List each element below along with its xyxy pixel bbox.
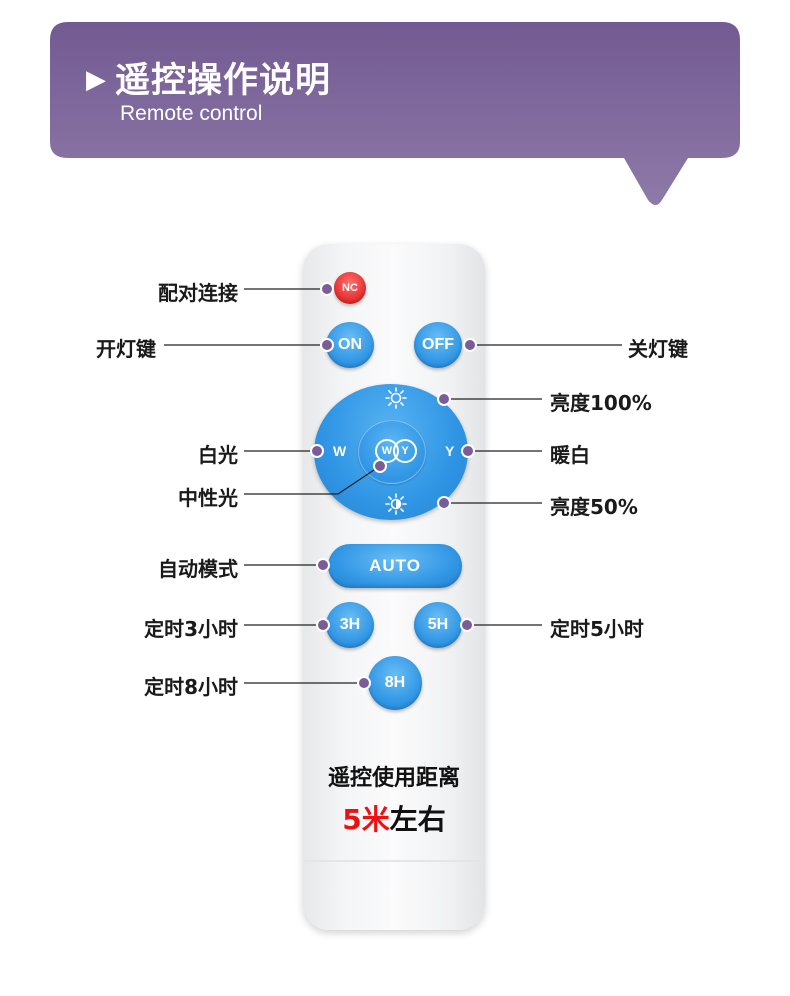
remote-seam: [303, 860, 485, 862]
play-arrow-icon: ▶: [86, 65, 107, 95]
timer-5h-label: 5H: [427, 616, 449, 633]
label-white: 白光: [198, 443, 238, 467]
brightness-up-icon[interactable]: [384, 386, 408, 410]
page-title: ▶ 遥控操作说明: [86, 52, 331, 103]
range-title: 遥控使用距离: [327, 766, 460, 791]
label-timer-8h: 定时8小时: [144, 675, 238, 699]
off-button-label: OFF: [422, 336, 454, 353]
label-timer-5h: 定时5小时: [550, 617, 644, 641]
warm-light-button[interactable]: Y: [445, 443, 455, 459]
range-value-number: 5米: [342, 803, 390, 836]
label-brightness-50: 亮度50%: [550, 495, 638, 519]
timer-8h-button[interactable]: 8H: [368, 656, 422, 710]
range-value: 5米左右: [303, 798, 485, 838]
range-value-suffix: 左右: [389, 803, 446, 836]
auto-button[interactable]: AUTO: [328, 544, 462, 588]
white-light-button[interactable]: W: [333, 443, 347, 459]
pair-button[interactable]: NC: [334, 272, 366, 304]
on-button[interactable]: ON: [326, 322, 374, 368]
off-button[interactable]: OFF: [414, 322, 462, 368]
neutral-y-label: Y: [401, 445, 409, 457]
brightness-down-icon[interactable]: [384, 492, 408, 516]
header-banner: [50, 22, 740, 205]
auto-button-label: AUTO: [369, 556, 421, 575]
on-button-label: ON: [338, 336, 362, 353]
label-light-on: 开灯键: [96, 337, 156, 361]
pair-button-label: NC: [342, 282, 358, 294]
label-brightness-100: 亮度100%: [550, 391, 652, 415]
page-subtitle: Remote control: [120, 102, 263, 125]
timer-3h-button[interactable]: 3H: [326, 602, 374, 648]
timer-3h-label: 3H: [339, 616, 361, 633]
timer-5h-button[interactable]: 5H: [414, 602, 462, 648]
timer-8h-label: 8H: [384, 674, 406, 691]
label-neutral: 中性光: [178, 486, 238, 510]
page-title-text: 遥控操作说明: [115, 61, 332, 101]
label-warm: 暖白: [550, 443, 590, 467]
label-auto-mode: 自动模式: [158, 557, 238, 581]
label-timer-3h: 定时3小时: [144, 617, 238, 641]
neutral-w-label: W: [381, 445, 393, 457]
label-light-off: 关灯键: [628, 337, 688, 361]
label-pair: 配对连接: [158, 281, 238, 305]
neutral-y-ring-icon: Y: [393, 439, 417, 463]
